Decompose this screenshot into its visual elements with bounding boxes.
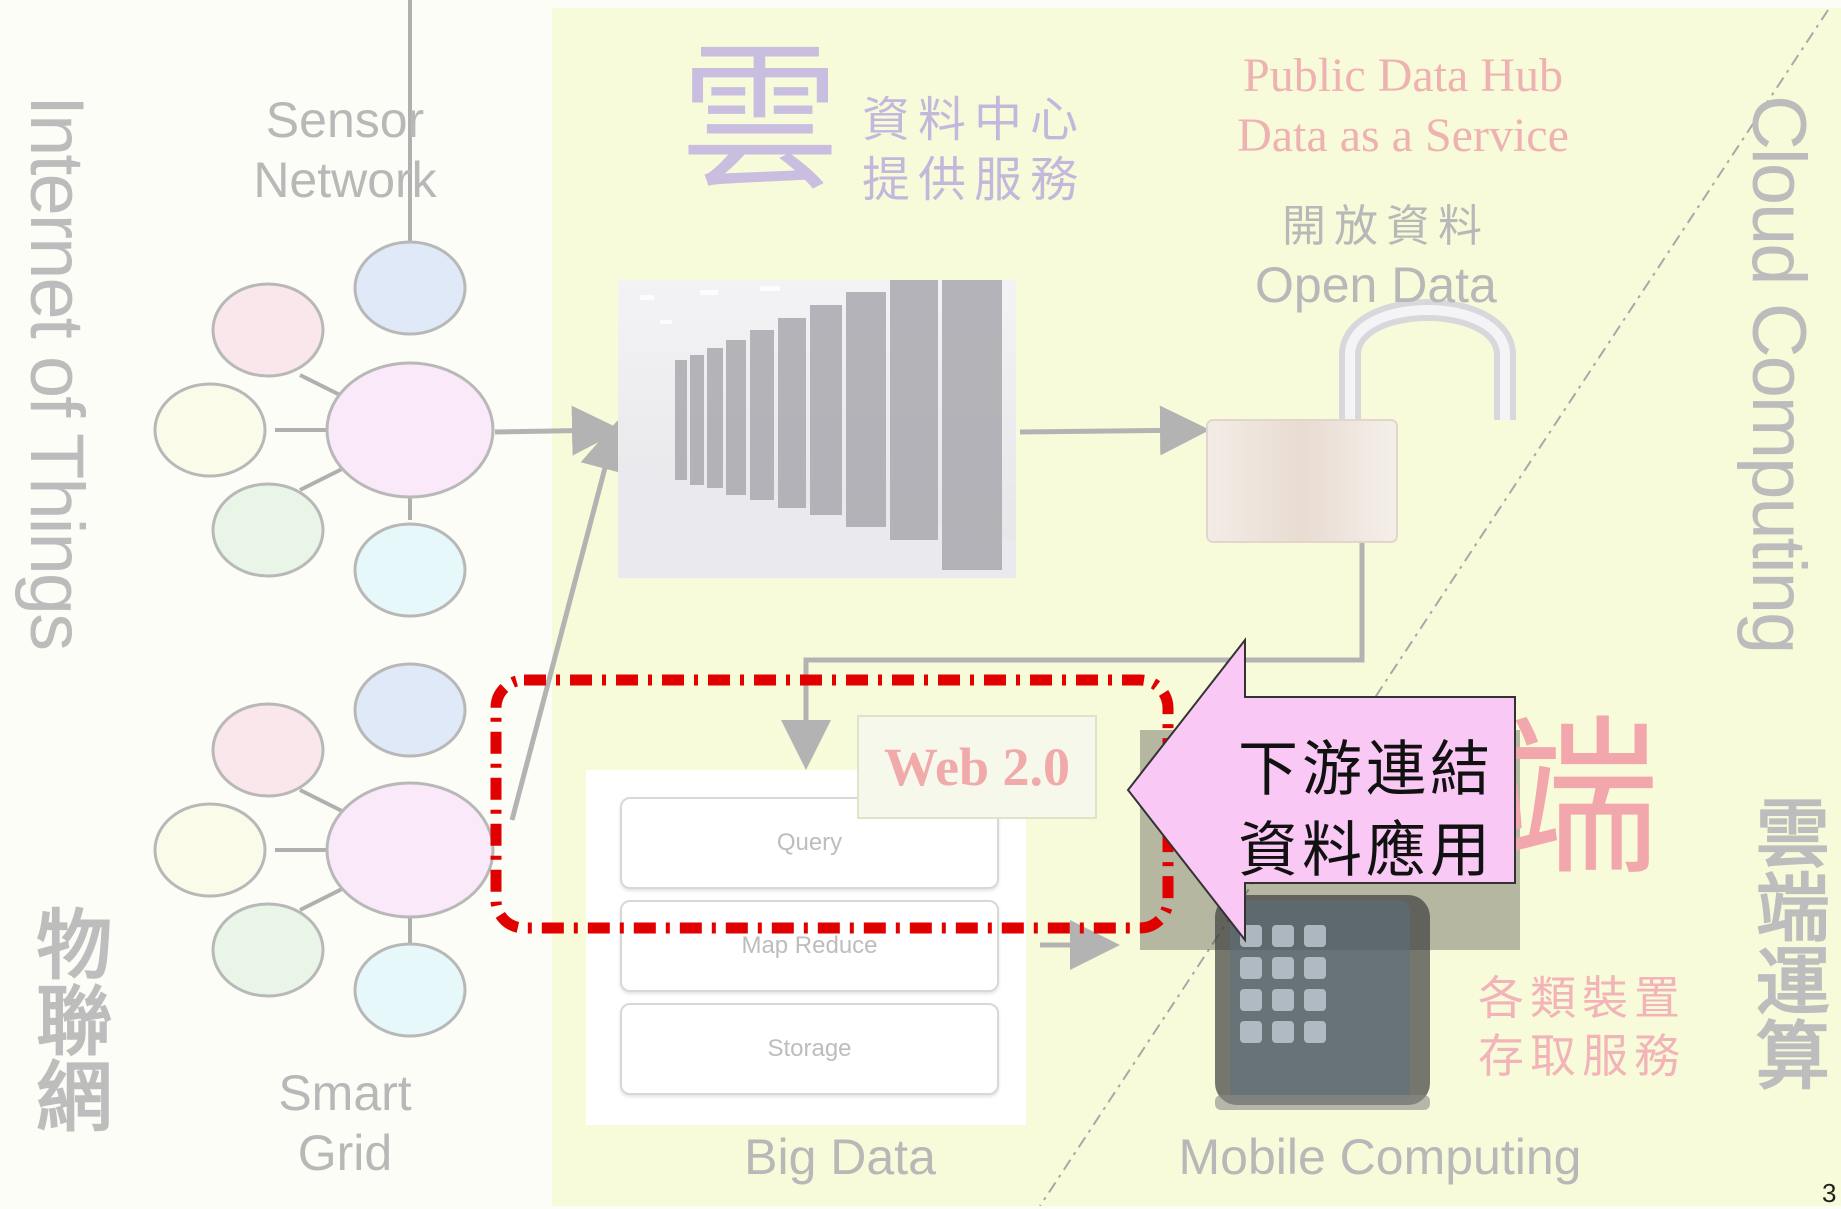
device-subtitle: 各類裝置 存取服務 (1478, 970, 1686, 1085)
storage-layer: Storage (620, 1003, 999, 1095)
web20-badge: Web 2.0 (857, 715, 1097, 819)
sensor-network-label: Sensor Network (253, 92, 437, 208)
cloud-subtitle-line1: 資料中心 (862, 92, 1087, 148)
cloud-character: 雲 (680, 26, 841, 213)
public-data-hub-line2: Data as a Service (1237, 109, 1569, 162)
data-center-image (618, 280, 1016, 578)
map-reduce-layer: Map Reduce (620, 900, 999, 992)
iot-title-en: Internet of Things (14, 95, 99, 650)
sensor-network-graph (153, 0, 495, 618)
callout-text: 下游連結 資料應用 (1238, 730, 1494, 892)
public-data-hub-text: Public Data Hub Data as a Service (1198, 46, 1608, 166)
cloud-computing-title-zh: 雲端運算 (1743, 795, 1830, 1091)
device-character: 端 (1490, 701, 1661, 899)
mobile-computing-label: Mobile Computing (1178, 1129, 1582, 1185)
big-data-label: Big Data (744, 1129, 936, 1185)
open-data-zh: 開放資料 (1282, 201, 1490, 252)
iot-title-zh: 物聯網 (23, 905, 113, 1133)
smart-grid-label: Smart Grid (278, 1065, 412, 1181)
cloud-subtitle: 資料中心 提供服務 (862, 90, 1086, 210)
open-data-en: Open Data (1255, 257, 1497, 313)
cloud-computing-title-en: Cloud Computing (1736, 95, 1821, 653)
smart-grid-graph (153, 662, 495, 1038)
flow-arrows (494, 405, 1365, 970)
cloud-subtitle-line2: 提供服務 (862, 152, 1087, 208)
divider-line (1039, 9, 1829, 1206)
device-subtitle-line2: 存取服務 (1478, 1028, 1686, 1083)
callout-line1: 下游連結 (1238, 735, 1494, 805)
public-data-hub-line1: Public Data Hub (1243, 49, 1563, 102)
page-number: 3 (1822, 1178, 1837, 1208)
device-subtitle-line1: 各類裝置 (1478, 971, 1686, 1025)
open-lock-image (1206, 299, 1516, 543)
callout-line2: 資料應用 (1238, 816, 1494, 886)
